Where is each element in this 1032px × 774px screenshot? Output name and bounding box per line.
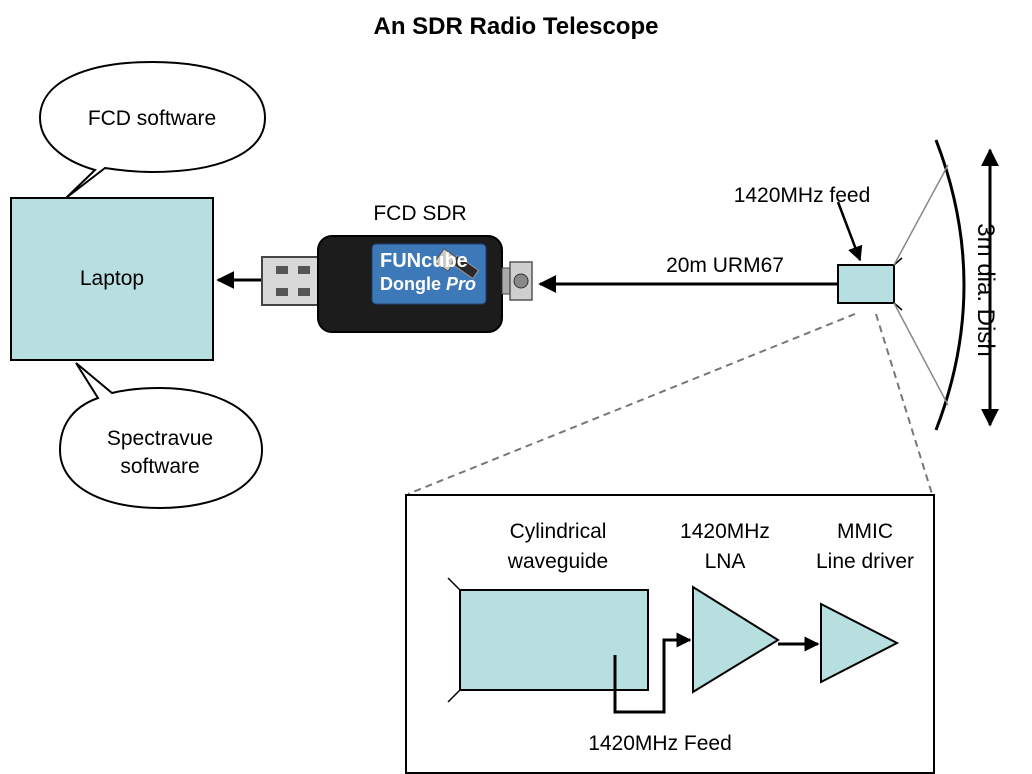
dongle-brand-line2: Dongle Pro [380, 274, 476, 295]
dongle-brand-italic: Pro [446, 274, 477, 294]
fcd-software-label: FCD software [87, 107, 217, 130]
cable-label: 20m URM67 [666, 254, 784, 277]
waveguide-probe [613, 632, 692, 714]
inset-feed-label: 1420MHz Feed [588, 732, 732, 755]
zoom-line-right [875, 313, 933, 495]
mmic-label-line1: MMIC [837, 520, 893, 543]
diagram: An SDR Radio Telescope [10, 13, 999, 774]
dish-reflector [934, 139, 966, 431]
zoom-line-left [407, 313, 856, 495]
mmic-label-line2: Line driver [815, 550, 915, 573]
lna-label-line2: LNA [704, 550, 746, 573]
inset-drawing [447, 577, 900, 714]
waveguide-label-line1: Cylindrical [509, 520, 607, 543]
diagram-drawing [38, 60, 999, 510]
satellite-icon [434, 248, 480, 280]
fcd-sdr-label: FCD SDR [373, 202, 467, 225]
dish-ray-bottom [893, 302, 949, 406]
spectravue-bubble [58, 362, 264, 510]
dish-ray-top [893, 164, 949, 266]
sma-connector [501, 261, 533, 301]
spectravue-label-line2: software [120, 455, 200, 478]
fcd-software-bubble [38, 60, 267, 199]
dongle-brand-line1: FUNcube [380, 250, 468, 272]
page-title: An SDR Radio Telescope [373, 13, 659, 40]
lna-amplifier [692, 585, 780, 694]
feed-pointer-arrow [836, 201, 863, 262]
feed-box [837, 264, 895, 304]
waveguide-box [459, 589, 649, 691]
dongle-brand-word: Dongle [380, 274, 441, 294]
mmic-amplifier [820, 602, 900, 684]
spectravue-label-line1: Spectravue [106, 427, 214, 450]
waveguide-label-line2: waveguide [507, 550, 609, 573]
laptop-label: Laptop [79, 267, 145, 290]
feed-label: 1420MHz feed [733, 184, 871, 207]
lna-label-line1: 1420MHz [680, 520, 770, 543]
laptop-box: Laptop [10, 197, 214, 361]
